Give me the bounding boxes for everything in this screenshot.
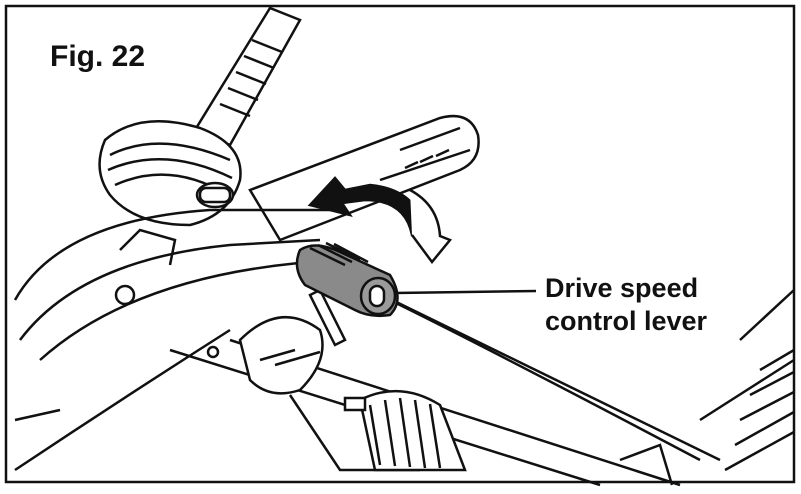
handle-bar	[193, 6, 302, 147]
drive-handle-tube	[248, 114, 480, 242]
figure-title: Fig. 22	[50, 40, 146, 73]
right-handle-edge	[699, 289, 795, 472]
throttle-dial	[343, 389, 467, 472]
callout-leader-line	[394, 289, 537, 295]
callout-line-2: control lever	[545, 306, 708, 336]
rotation-arrow	[307, 176, 453, 265]
drive-speed-control-lever	[295, 241, 399, 347]
callout-label: Drive speed control lever	[545, 272, 707, 338]
bail-knob	[98, 120, 242, 227]
figure-border	[4, 4, 796, 484]
callout-line-1: Drive speed	[545, 273, 699, 303]
mower-body	[13, 208, 721, 487]
